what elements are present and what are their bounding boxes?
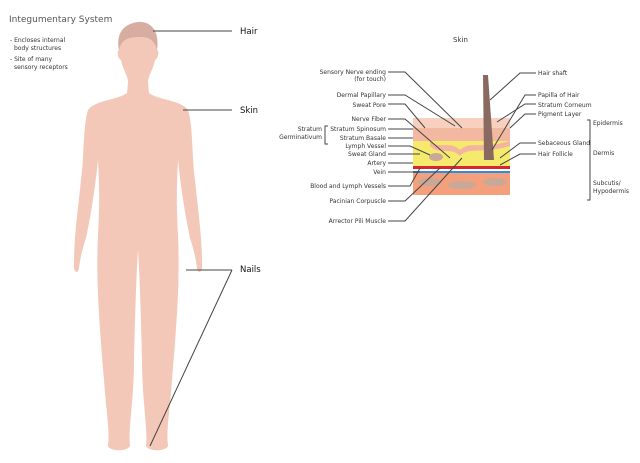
label-arrector-pili-muscle: Arrector Pili Muscle [329, 218, 387, 225]
label-stratum-group-sub: Germinativum [279, 134, 322, 141]
label-stratum-corneum: Stratum Corneum [538, 102, 592, 109]
label-artery: Artery [367, 160, 386, 167]
label-stratum-group: Stratum [298, 126, 322, 133]
skin-label: Skin [240, 106, 258, 116]
label-sensory-nerve-ending-sub: (for touch) [354, 76, 386, 83]
label-hair-shaft: Hair shaft [538, 70, 568, 77]
label-blood-lymph-vessels: Blood and Lymph Vessels [310, 183, 386, 190]
label-sweat-pore: Sweat Pore [353, 102, 387, 109]
nails-label: Nails [240, 265, 261, 275]
human-body [73, 21, 203, 451]
skin-cross-section [413, 75, 510, 195]
layer-dermis: Dermis [593, 150, 614, 157]
label-sweat-gland: Sweat Gland [348, 151, 386, 158]
label-sensory-nerve-ending: Sensory Nerve ending [320, 69, 387, 76]
layer-epidermis: Epidermis [593, 120, 623, 127]
label-hair-follicle: Hair Follicle [538, 151, 573, 158]
label-dermal-papillary: Dermal Papillary [337, 92, 387, 99]
label-stratum-basale: Stratum Basale [340, 135, 386, 142]
layer-hypodermis-sub: Hypodermis [593, 188, 629, 195]
label-sebaceous-gland: Sebaceous Gland [538, 140, 590, 147]
note: - Encloses internal [10, 37, 66, 44]
layer-hypodermis: Subcutis/ [593, 180, 622, 187]
skin-diagram-title: Skin [453, 36, 468, 44]
label-nerve-fiber: Nerve Fiber [352, 116, 387, 123]
label-lymph-vessel: Lymph Vessel [345, 143, 386, 150]
page-title: Integumentary System [9, 15, 112, 25]
label-vein: Vein [373, 169, 386, 176]
label-stratum-spinosum: Stratum Spinosum [330, 126, 386, 133]
note: sensory receptors [14, 64, 68, 71]
note: body structures [14, 45, 61, 52]
note: - Site of many [10, 56, 53, 63]
label-pigment-layer: Pigment Layer [538, 111, 582, 118]
label-pacinian-corpuscle: Pacinian Corpuscle [329, 198, 386, 205]
hair-label: Hair [240, 27, 258, 37]
label-papilla-of-hair: Papilla of Hair [538, 92, 580, 99]
